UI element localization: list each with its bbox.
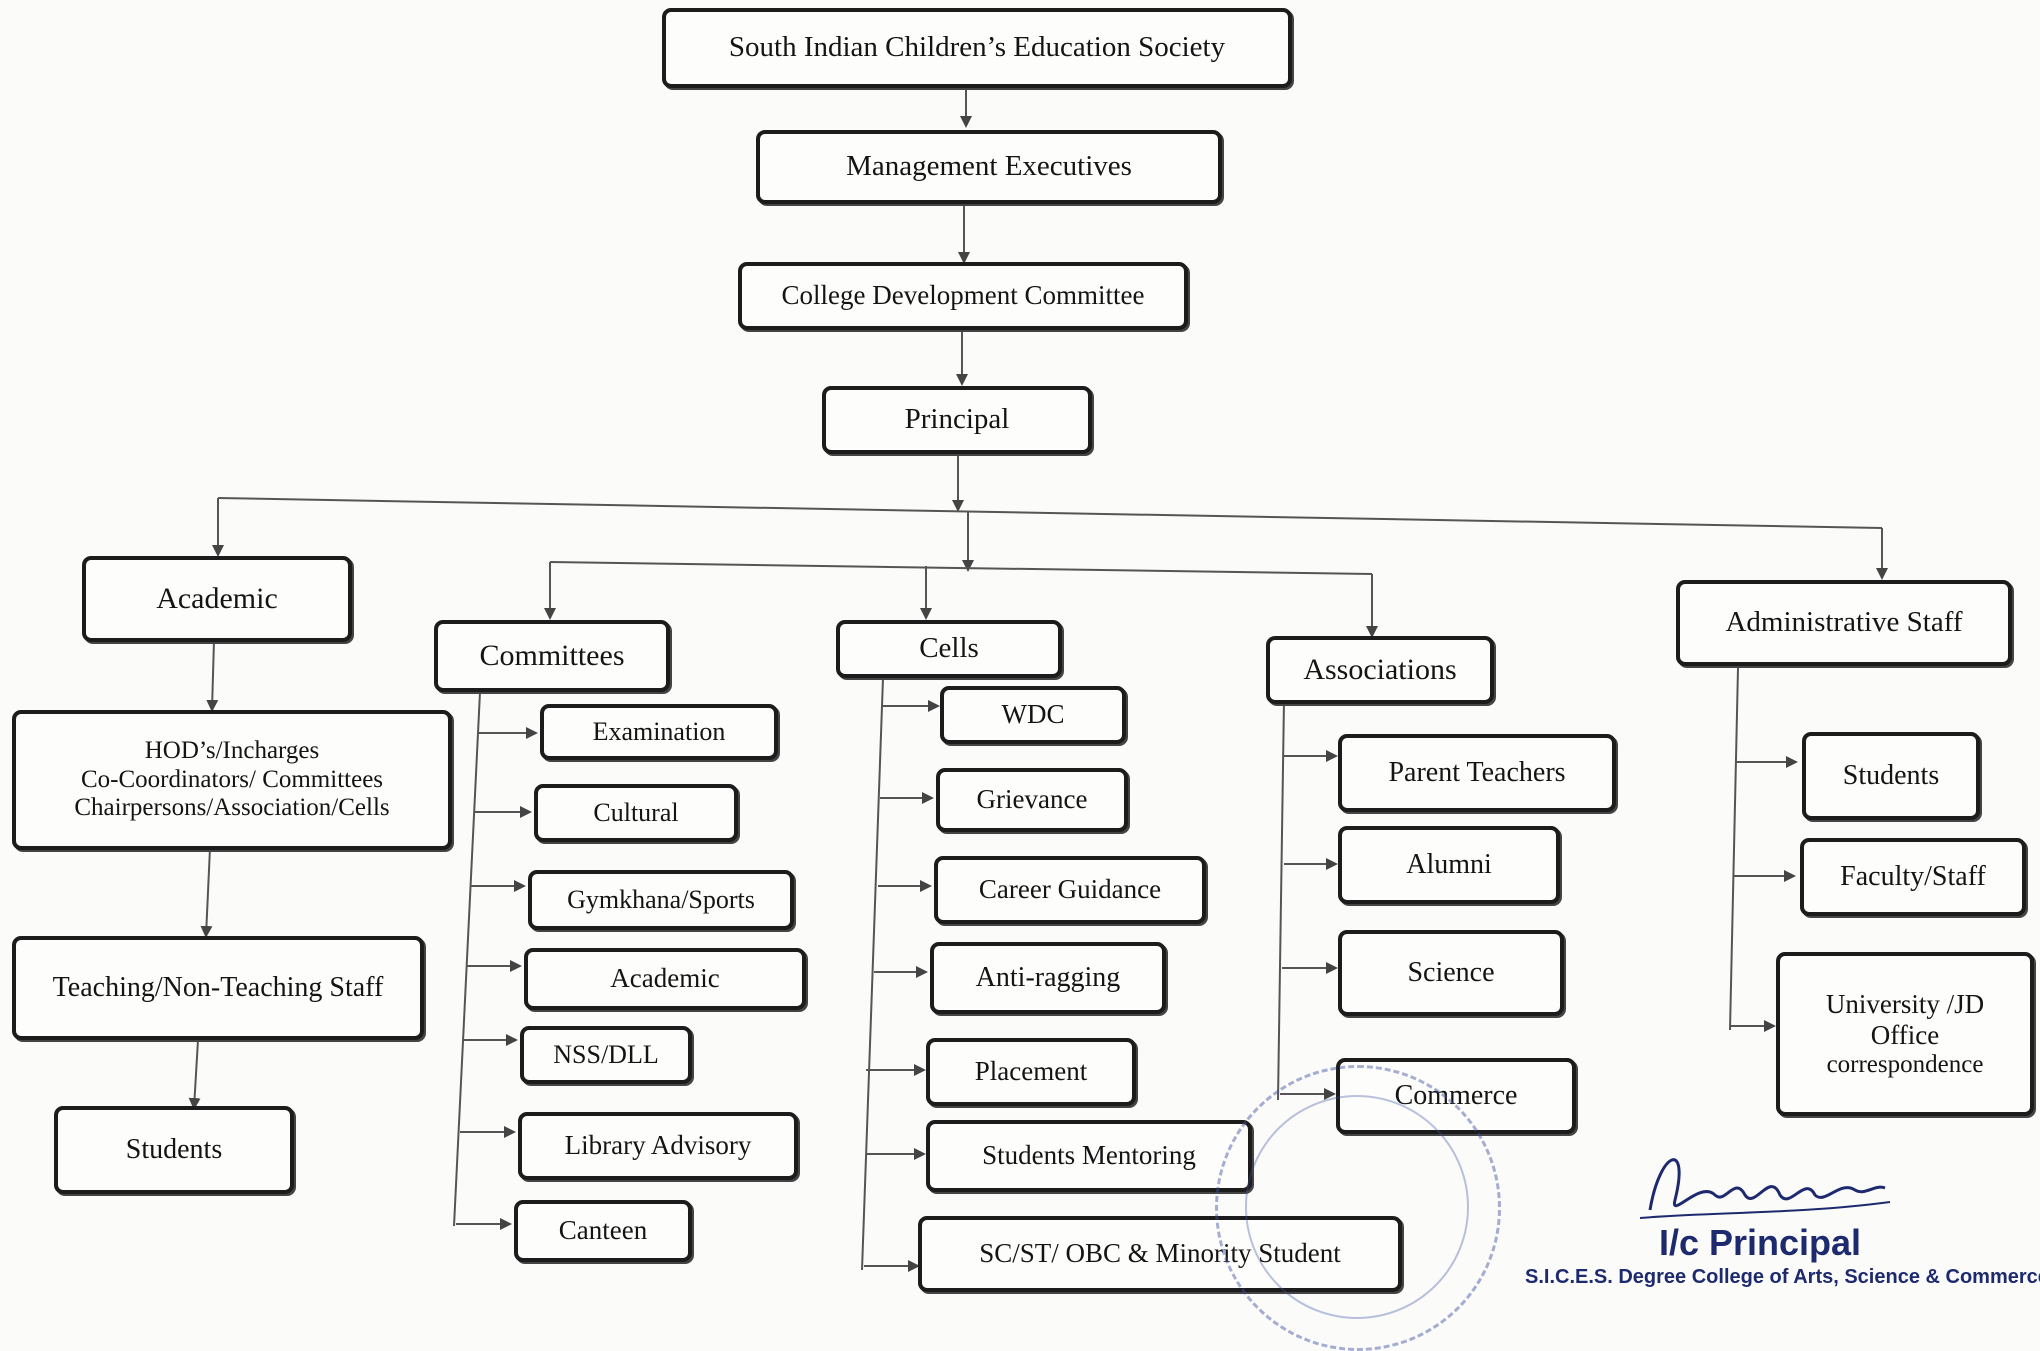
committee-canteen: Canteen [514,1200,692,1262]
committee-examination-label: Examination [592,717,726,747]
committees-trunk [453,691,481,1227]
committee-library: Library Advisory [518,1112,798,1180]
association-science-label: Science [1407,956,1495,988]
cdc-box: College Development Committee [738,262,1188,330]
teaching-staff-box: Teaching/Non-Teaching Staff [12,936,424,1040]
admin-faculty-staff-label: Faculty/Staff [1840,860,1986,892]
hod-line-2: Co-Coordinators/ Committees [80,765,384,793]
arrow-academic-hod [206,639,219,712]
hod-line-3: Chairpersons/Association/Cells [74,794,390,822]
committee-gymkhana: Gymkhana/Sports [528,870,794,930]
cell-wdc: WDC [940,686,1126,744]
admin-students-label: Students [1842,759,1940,791]
cdc-label: College Development Committee [781,280,1145,311]
committee-cultural: Cultural [534,784,738,842]
hod-box: HOD’s/Incharges Co-Coordinators/ Committ… [12,710,452,850]
association-alumni-label: Alumni [1406,848,1492,880]
management-label: Management Executives [846,150,1132,183]
society-label: South Indian Children’s Education Societ… [728,31,1226,64]
committee-nss: NSS/DLL [520,1026,692,1084]
academic-students-box: Students [54,1106,294,1194]
principal-box: Principal [822,386,1092,454]
administrative-heading: Administrative Staff [1725,606,1963,639]
association-parent-teachers-label: Parent Teachers [1388,756,1566,788]
cell-placement-label: Placement [974,1056,1088,1087]
admin-faculty-staff: Faculty/Staff [1800,838,2026,916]
administrative-trunk [1729,667,1739,1031]
committee-examination: Examination [540,704,778,760]
associations-heading-box: Associations [1266,636,1494,704]
branch-line [217,497,1883,529]
cell-anti-ragging: Anti-ragging [930,942,1166,1014]
academic-heading: Academic [156,581,278,615]
cell-grievance-label: Grievance [976,784,1088,815]
academic-heading-box: Academic [82,556,352,642]
cells-trunk [861,677,884,1271]
middle-branch-line [549,561,1373,575]
cell-students-mentoring-label: Students Mentoring [982,1140,1196,1171]
university-line-3: correspondence [1826,1050,1984,1078]
cell-wdc-label: WDC [1001,699,1065,730]
connector-lines [188,88,1888,1272]
cell-career-guidance: Career Guidance [934,856,1206,924]
society-box: South Indian Children’s Education Societ… [662,8,1292,88]
university-line-1: University /JD [1825,988,1985,1019]
signature-institution: S.I.C.E.S. Degree College of Arts, Scien… [1525,1266,2040,1288]
signature-designation: I/c Principal [1658,1222,1862,1263]
cell-grievance: Grievance [936,768,1128,832]
cell-placement: Placement [926,1038,1136,1106]
associations-heading: Associations [1303,652,1457,686]
hod-line-1: HOD’s/Incharges [144,736,320,764]
associations-trunk [1277,699,1285,1101]
cell-students-mentoring: Students Mentoring [926,1120,1252,1192]
committee-academic: Academic [524,948,806,1010]
cells-heading: Cells [919,632,979,665]
admin-university-box: University /JD Office correspondence [1776,952,2034,1116]
cells-heading-box: Cells [836,620,1062,678]
university-line-2: Office [1870,1019,1940,1050]
admin-students: Students [1802,732,1980,820]
cell-anti-ragging-label: Anti-ragging [975,961,1121,993]
principal-label: Principal [904,403,1010,436]
org-chart: South Indian Children’s Education Societ… [12,8,2040,1351]
management-box: Management Executives [756,130,1222,204]
signature-scribble [1639,1158,1891,1219]
committee-gymkhana-label: Gymkhana/Sports [567,885,755,915]
committees-heading-box: Committees [434,620,670,692]
arrow-staff-students [188,1039,201,1110]
committee-nss-label: NSS/DLL [553,1040,659,1070]
committee-library-label: Library Advisory [564,1130,752,1161]
academic-students-label: Students [125,1133,223,1165]
association-parent-teachers: Parent Teachers [1338,734,1616,812]
administrative-heading-box: Administrative Staff [1676,580,2012,666]
committee-academic-label: Academic [610,963,720,994]
arrow-hod-staff [200,847,213,938]
cell-career-guidance-label: Career Guidance [978,874,1162,905]
teaching-staff-label: Teaching/Non-Teaching Staff [52,971,384,1003]
college-stamp-inner [1245,1095,1469,1319]
committee-cultural-label: Cultural [593,798,679,828]
association-alumni: Alumni [1338,826,1560,904]
committee-canteen-label: Canteen [558,1215,648,1246]
committees-heading: Committees [479,638,625,672]
association-science: Science [1338,930,1564,1016]
